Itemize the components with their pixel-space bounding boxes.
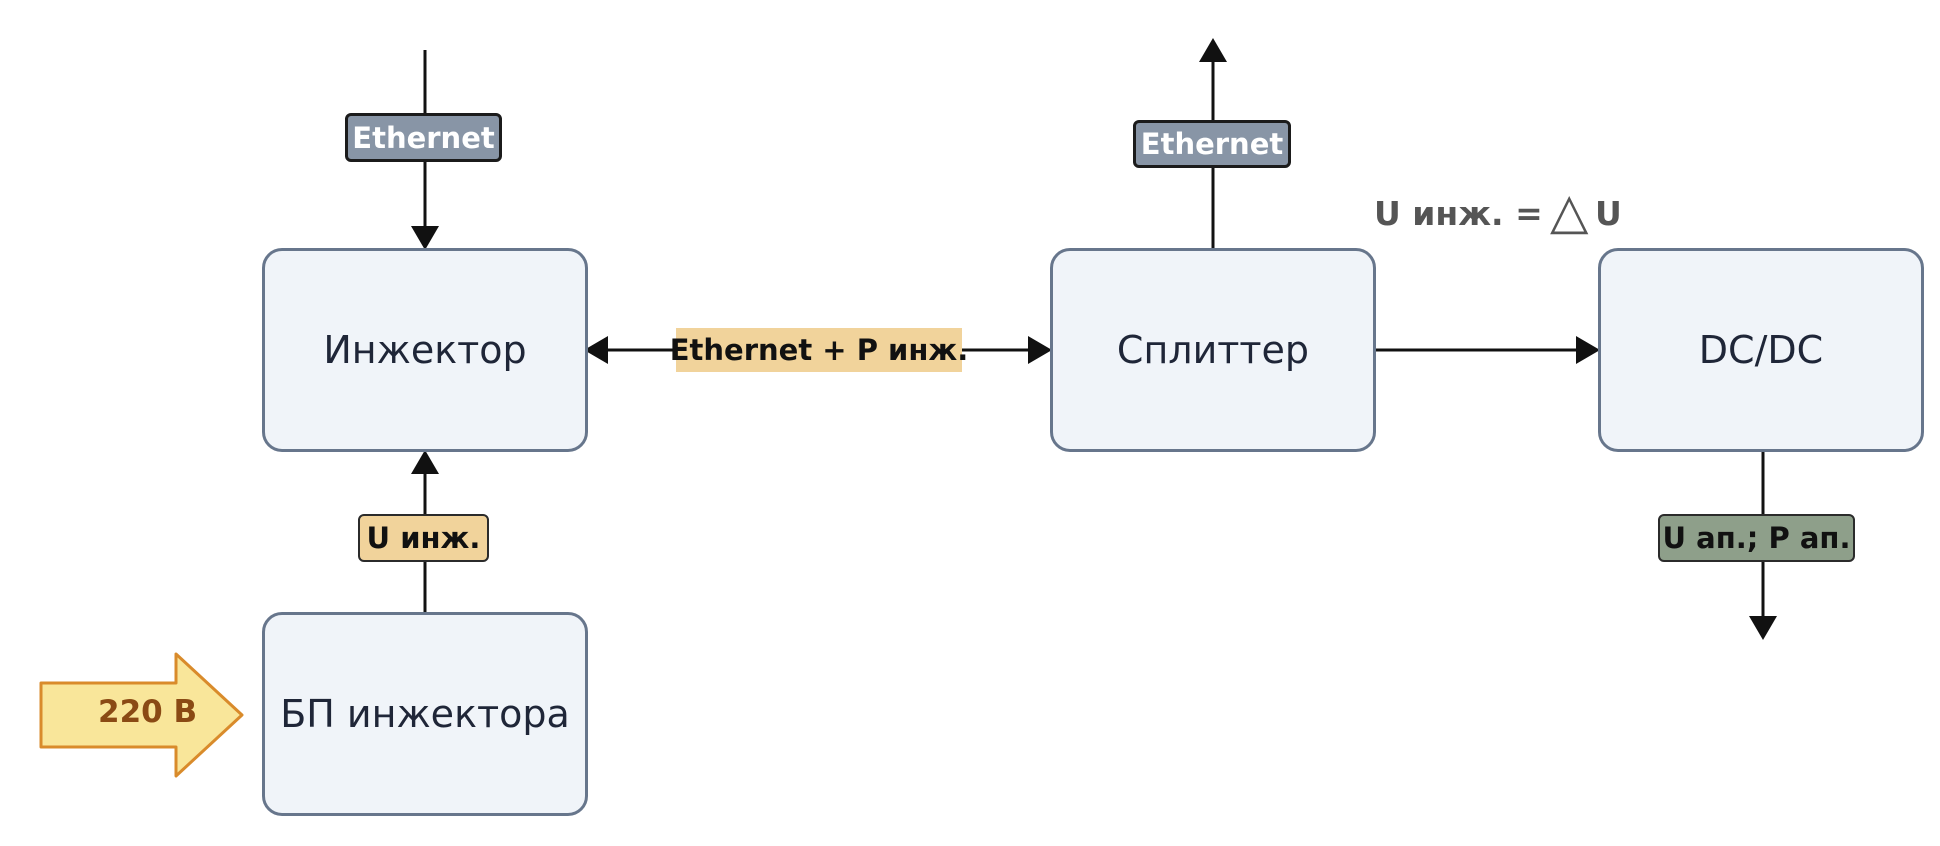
u-ap-label: U ап.; P ап. bbox=[1658, 514, 1855, 562]
psu-label: БП инжектора bbox=[280, 692, 570, 736]
injector-label: Инжектор bbox=[323, 328, 527, 372]
formula-right: U bbox=[1595, 194, 1622, 233]
splitter-block[interactable]: Сплиттер bbox=[1050, 248, 1376, 452]
delta-icon: △ bbox=[1550, 182, 1589, 240]
arrowhead-up-injector bbox=[411, 450, 439, 474]
arrowhead-down-injector bbox=[411, 226, 439, 250]
link-label: Ethernet + P инж. bbox=[670, 328, 968, 372]
psu-block[interactable]: БП инжектора bbox=[262, 612, 588, 816]
power-input-arrow bbox=[39, 652, 244, 778]
arrowhead-right-dcdc bbox=[1576, 336, 1600, 364]
arrowhead-left bbox=[584, 336, 608, 364]
dcdc-block[interactable]: DC/DC bbox=[1598, 248, 1924, 452]
dcdc-label: DC/DC bbox=[1698, 328, 1824, 372]
ethernet-out-label: Ethernet bbox=[1133, 120, 1291, 168]
power-input-label: 220 В bbox=[98, 694, 198, 730]
arrowhead-down-output bbox=[1749, 616, 1777, 640]
arrowhead-up-ethernet bbox=[1199, 38, 1227, 62]
ethernet-in-label: Ethernet bbox=[345, 113, 502, 162]
formula-left: U инж. = bbox=[1374, 194, 1543, 233]
splitter-label: Сплиттер bbox=[1116, 328, 1310, 372]
arrowhead-right bbox=[1028, 336, 1052, 364]
u-inj-label: U инж. bbox=[358, 514, 489, 562]
injector-block[interactable]: Инжектор bbox=[262, 248, 588, 452]
